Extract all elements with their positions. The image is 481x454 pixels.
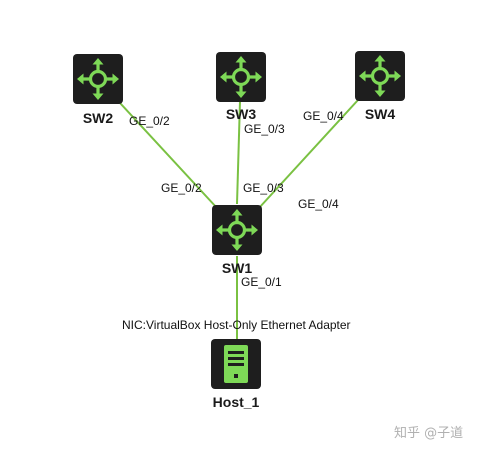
port-label-sw2-ge02: GE_0/2 [129, 114, 170, 128]
watermark: 知乎 @子道 [394, 425, 463, 441]
switch-icon [210, 203, 264, 257]
link-sw2-sw1[interactable] [119, 102, 218, 209]
node-name-host1: Host_1 [213, 394, 260, 410]
nic-label: NIC:VirtualBox Host-Only Ethernet Adapte… [122, 318, 351, 332]
node-name-sw4: SW4 [365, 106, 396, 122]
port-label-sw1-ge03: GE_0/3 [243, 181, 284, 195]
switch-sw1[interactable]: SW1 [210, 203, 264, 276]
port-label-sw4-ge04: GE_0/4 [303, 109, 344, 123]
node-name-sw2: SW2 [83, 110, 114, 126]
port-label-sw1-ge02: GE_0/2 [161, 181, 202, 195]
switch-icon [353, 49, 407, 103]
switch-sw4[interactable]: SW4 [353, 49, 407, 122]
port-label-sw3-ge03: GE_0/3 [244, 122, 285, 136]
switch-icon [214, 50, 268, 104]
port-label-sw1-ge01: GE_0/1 [241, 275, 282, 289]
switch-sw3[interactable]: SW3 [214, 50, 268, 122]
port-label-sw1-ge04: GE_0/4 [298, 197, 339, 211]
link-sw4-sw1[interactable] [258, 99, 359, 209]
host-icon [211, 339, 261, 389]
switch-icon [71, 52, 125, 106]
node-name-sw1: SW1 [222, 260, 253, 276]
link-sw3-sw1[interactable] [236, 100, 241, 205]
host-host1[interactable]: Host_1 [211, 339, 261, 410]
node-name-sw3: SW3 [226, 106, 257, 122]
switch-sw2[interactable]: SW2 [71, 52, 125, 126]
